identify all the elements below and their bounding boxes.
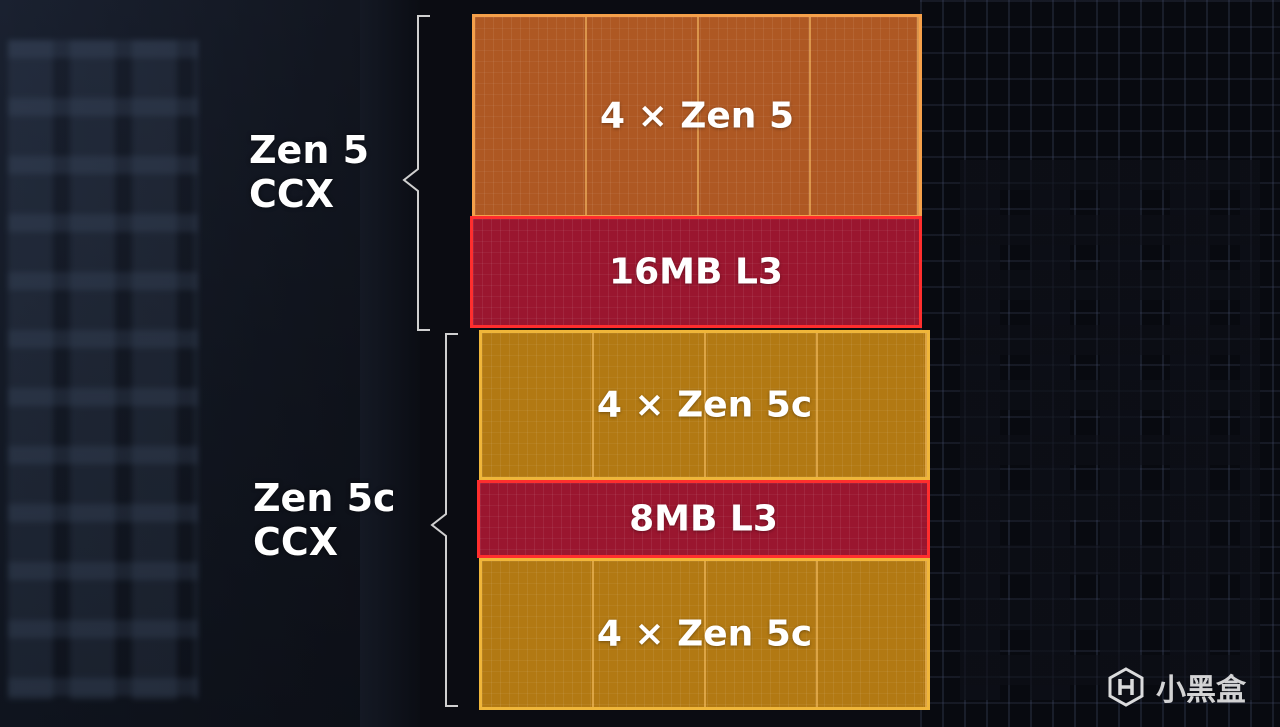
zen5c-cores-bottom-block: 4 × Zen 5c	[479, 558, 930, 710]
zen5c-top-core-2	[594, 333, 706, 477]
zen5c-cores-top-label: 4 × Zen 5c	[596, 384, 813, 426]
zen5c-label-line1: Zen 5c	[253, 476, 396, 520]
zen5c-ccx-label: Zen 5c CCX	[253, 476, 396, 564]
zen5c-bottom-core-1	[482, 561, 594, 707]
zen5c-bottom-core-2	[594, 561, 706, 707]
background-left	[0, 0, 420, 727]
zen5-label-line1: Zen 5	[249, 128, 370, 172]
watermark: 小黑盒	[1106, 665, 1246, 709]
zen5-bracket	[402, 15, 430, 331]
zen5-core-4	[811, 17, 919, 215]
zen5-core-3	[699, 17, 811, 215]
background-strip	[360, 0, 420, 727]
zen5-core-1	[475, 17, 587, 215]
zen5c-cores-top-block: 4 × Zen 5c	[479, 330, 930, 480]
zen5c-top-core-1	[482, 333, 594, 477]
zen5c-bottom-core-3	[706, 561, 818, 707]
zen5c-bottom-core-4	[818, 561, 927, 707]
background-blurred-blocks	[8, 40, 198, 700]
zen5-l3-block: 16MB L3	[470, 216, 922, 328]
zen5c-top-core-3	[706, 333, 818, 477]
zen5c-bracket	[430, 333, 458, 707]
zen5c-label-line2: CCX	[253, 520, 339, 564]
zen5-l3-label: 16MB L3	[609, 251, 783, 293]
zen5-label-line2: CCX	[249, 172, 335, 216]
background-circuit-blocks	[960, 160, 1260, 700]
zen5c-top-core-4	[818, 333, 927, 477]
zen5-cores-label: 4 × Zen 5	[599, 95, 794, 137]
watermark-text: 小黑盒	[1156, 673, 1246, 708]
zen5c-cores-bottom-label: 4 × Zen 5c	[596, 613, 813, 655]
zen5c-l3-label: 8MB L3	[629, 498, 778, 540]
zen5-ccx-label: Zen 5 CCX	[249, 128, 369, 216]
zen5-cores-block: 4 × Zen 5	[472, 14, 922, 218]
zen5-core-2	[587, 17, 699, 215]
zen5c-l3-block: 8MB L3	[477, 480, 930, 558]
xiaoheihe-logo-icon	[1108, 667, 1144, 707]
